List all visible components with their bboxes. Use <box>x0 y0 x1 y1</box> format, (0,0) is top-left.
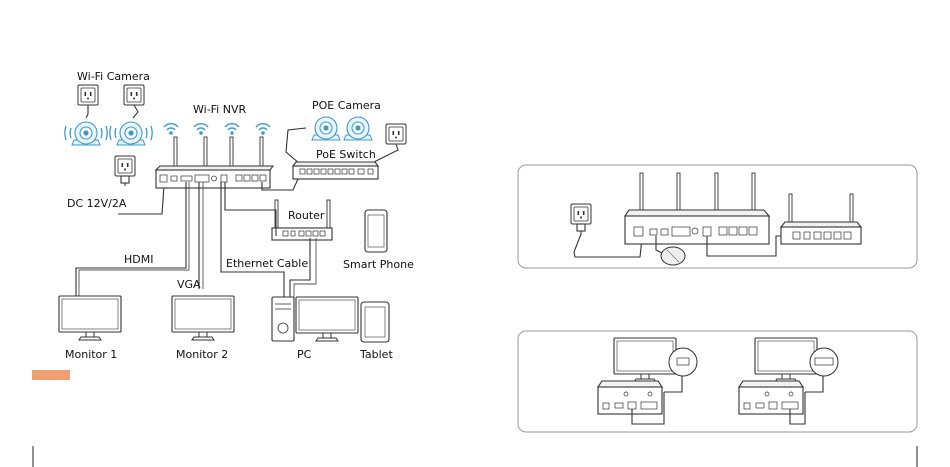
wifi-camera-1 <box>65 122 107 145</box>
monitor-2 <box>172 296 234 340</box>
camera-icon <box>312 117 340 140</box>
camera-icon <box>117 122 145 145</box>
router-label: Router <box>288 209 325 222</box>
pc <box>272 297 358 341</box>
wall-outlet-icon <box>386 124 406 144</box>
wall-outlet-icon <box>124 85 144 105</box>
wifi-icon <box>65 126 66 140</box>
left-topology-diagram: Wi-Fi Camera DC 12V/2A Wi-Fi NVR <box>32 70 414 380</box>
pc-label: PC <box>297 348 312 361</box>
wifi-icon <box>110 126 111 140</box>
wifi-icon <box>225 124 239 135</box>
monitor-2-label: Monitor 2 <box>176 348 228 361</box>
hdmi-port-icon <box>677 358 689 365</box>
plug-icon <box>577 224 585 231</box>
wifi-icon <box>164 124 178 135</box>
nvr-setup-panel <box>518 165 917 268</box>
ethernet-cable-label: Ethernet Cable <box>226 257 308 270</box>
tablet-label: Tablet <box>359 348 393 361</box>
wifi-nvr-label: Wi-Fi NVR <box>193 103 246 116</box>
camera-icon <box>72 122 100 145</box>
monitor-icon <box>172 296 234 340</box>
wifi-icon <box>194 124 208 135</box>
power-cable <box>374 144 398 162</box>
vga-label: VGA <box>177 278 201 291</box>
poe-camera-cable <box>286 128 306 164</box>
dc-power-label: DC 12V/2A <box>67 197 127 210</box>
nvr-device <box>156 137 273 188</box>
orange-marker <box>32 370 70 380</box>
monitor-1-label: Monitor 1 <box>65 348 117 361</box>
smart-phone <box>365 210 387 252</box>
monitor-icon <box>296 297 358 341</box>
camera-icon <box>344 117 372 140</box>
tablet <box>361 302 389 342</box>
nvr-icon <box>739 387 803 414</box>
power-cable <box>86 105 88 118</box>
wall-outlet-icon <box>571 204 591 224</box>
poe-camera-label: POE Camera <box>312 99 381 112</box>
wifi-camera-2 <box>110 122 152 145</box>
mouse <box>661 247 685 265</box>
power-cable <box>133 105 138 118</box>
hdmi-label: HDMI <box>124 253 153 266</box>
wall-outlet-icon <box>78 85 98 105</box>
wall-outlet-icon <box>115 156 135 176</box>
smart-phone-label: Smart Phone <box>343 258 414 271</box>
monitor-1 <box>59 296 121 340</box>
display-connection-panel <box>518 331 917 432</box>
poe-switch-device <box>293 162 378 179</box>
nvr-icon <box>598 387 662 414</box>
vga-port-icon <box>815 358 833 365</box>
monitor-icon <box>59 296 121 340</box>
poe-switch-label: PoE Switch <box>316 148 376 161</box>
wifi-camera-label: Wi-Fi Camera <box>77 70 150 83</box>
wifi-icon <box>256 124 270 135</box>
